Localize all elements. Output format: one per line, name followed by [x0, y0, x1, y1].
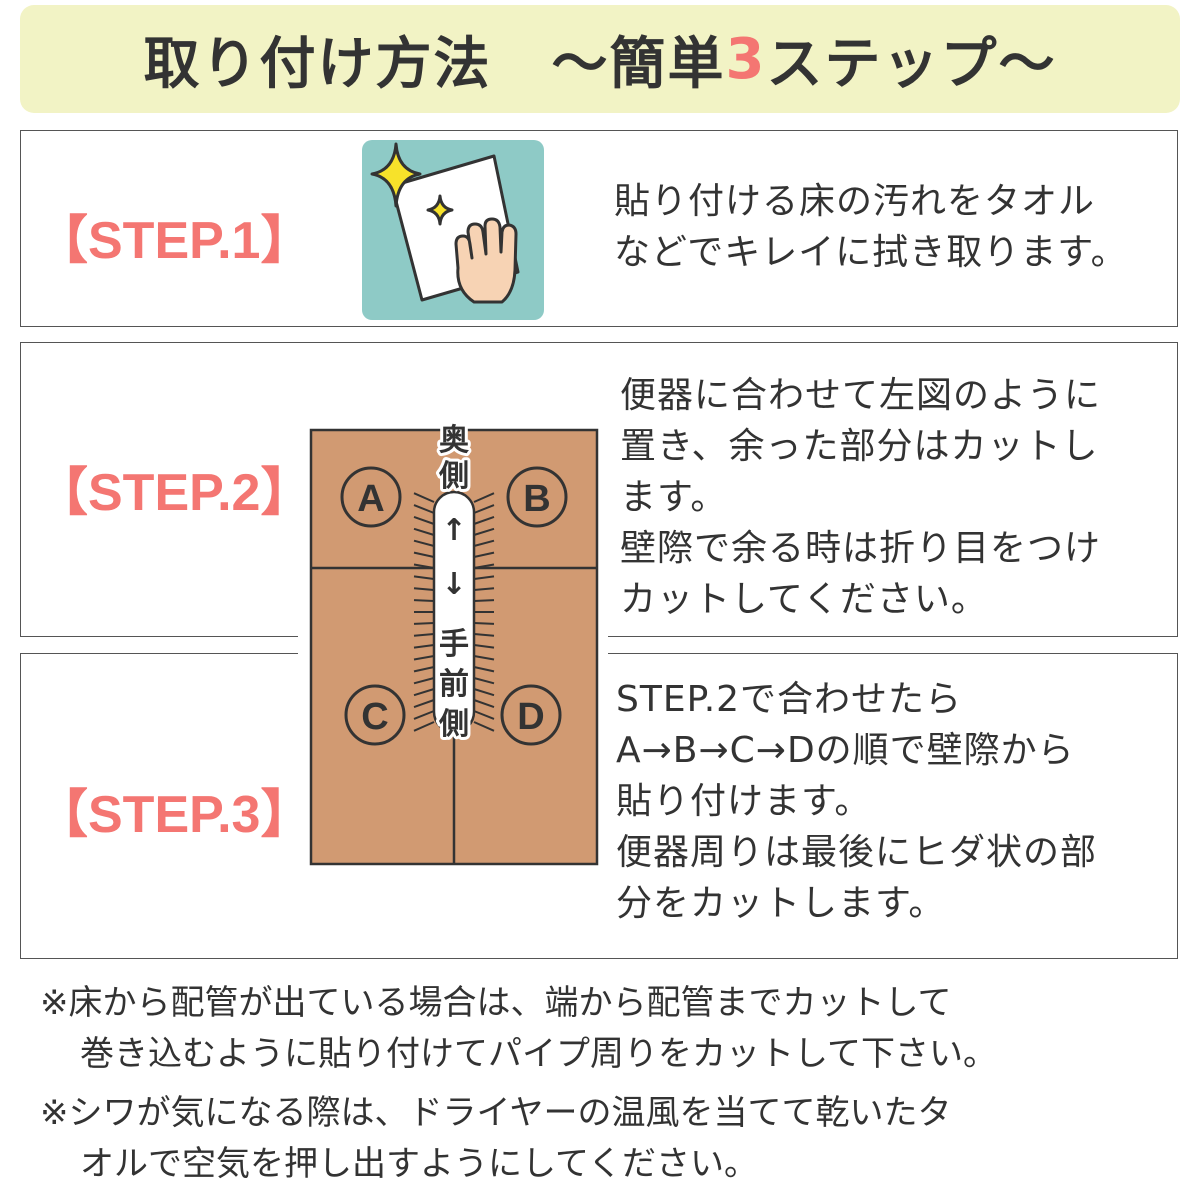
cut-flap-line: [413, 721, 435, 732]
cut-flap-line: [413, 587, 435, 591]
panel-d-label: D: [517, 696, 544, 738]
step3-line: A→B→C→Dの順で壁際から: [616, 730, 1075, 771]
step3-line: 分をカットします。: [616, 883, 946, 924]
cut-flap-line: [473, 677, 495, 685]
panel-d-circle: [500, 684, 562, 746]
panel-a-circle: [340, 466, 402, 528]
cut-flap-line: [473, 575, 495, 580]
cut-flap-line: [473, 644, 495, 649]
step1-box: [20, 130, 1178, 327]
panel-c-circle: [344, 684, 406, 746]
step1-label: 【STEP.1】: [36, 212, 313, 270]
step2-line: 便器に合わせて左図のように: [620, 375, 1102, 416]
cut-flap-line: [413, 599, 435, 602]
cut-flap-lines: [413, 492, 495, 732]
title-part3: ステップ〜: [766, 31, 1057, 97]
cut-flap-line: [473, 587, 495, 591]
back-side-label: 奥側: [438, 423, 469, 494]
cut-flap-line: [413, 563, 435, 569]
panel-a-label: A: [357, 478, 384, 520]
cut-flap-line: [413, 551, 435, 558]
cut-flap-line: [413, 516, 435, 525]
cut-flap-line: [413, 666, 435, 673]
cut-flap-line: [473, 539, 495, 547]
front-label-char: 手: [439, 627, 469, 662]
title-part2: 〜簡単: [551, 31, 726, 97]
cut-flap-line: [413, 539, 435, 547]
cut-flap-line: [413, 633, 435, 637]
note-line: オルで空気を押し出すようにしてください。: [80, 1144, 758, 1184]
front-label-char: 前: [439, 667, 469, 702]
cut-flap-line: [413, 644, 435, 649]
cut-flap-line: [413, 710, 435, 720]
cut-flap-line: [473, 527, 495, 536]
cut-flap-line: [473, 599, 495, 602]
step2-line: ます。: [620, 477, 728, 518]
panel-b-label: B: [523, 478, 550, 520]
cut-flap-line: [473, 633, 495, 637]
step2-line: 置き、余った部分はカットし: [620, 426, 1099, 467]
mat-placement-diagram: A B C D 奥側 ↑ ↓ 手前側: [298, 410, 608, 870]
note-item: ※シワが気になる際は、ドライヤーの温風を当てて乾いたタ オルで空気を押し出すよう…: [40, 1088, 997, 1190]
panel-b-circle: [506, 466, 568, 528]
step1-description: 貼り付ける床の汚れをタオル などでキレイに拭き取ります。: [614, 176, 1128, 278]
notes-section: ※床から配管が出ている場合は、端から配管までカットして 巻き込むように貼り付けて…: [40, 978, 997, 1198]
step3-description: STEP.2で合わせたら A→B→C→Dの順で壁際から 貼り付けます。 便器周り…: [616, 674, 1097, 929]
cut-flap-line: [473, 721, 495, 732]
cut-flap-line: [413, 492, 435, 503]
cut-flap-line: [473, 688, 495, 697]
cut-flap-line: [413, 655, 435, 661]
cut-flap-line: [413, 575, 435, 580]
cut-flap-line: [473, 504, 495, 514]
step1-line: 貼り付ける床の汚れをタオル: [614, 181, 1096, 222]
step3-line: 便器周りは最後にヒダ状の部: [616, 832, 1098, 873]
cut-flap-line: [473, 666, 495, 673]
front-label-char: 側: [438, 707, 469, 742]
step2-label: 【STEP.2】: [36, 464, 313, 522]
cut-flap-line: [473, 622, 495, 625]
cut-flap-line: [473, 710, 495, 720]
cut-flap-line: [413, 622, 435, 625]
step2-line: 壁際で余る時は折り目をつけ: [620, 528, 1102, 569]
cut-flap-line: [473, 655, 495, 661]
step3-label: 【STEP.3】: [36, 786, 313, 844]
cut-flap-line: [473, 551, 495, 558]
cut-flap-line: [413, 699, 435, 708]
step3-line: STEP.2で合わせたら: [616, 679, 963, 720]
panel-c-label: C: [361, 696, 388, 738]
back-label-char: 側: [438, 459, 469, 494]
cleaning-towel-icon: [362, 140, 544, 320]
cut-flap-line: [413, 504, 435, 514]
arrow-up: ↑: [441, 513, 466, 548]
arrow-down: ↓: [441, 567, 466, 602]
title-accent-number: 3: [725, 26, 767, 92]
front-side-label: 手前側: [438, 627, 469, 742]
step1-line: などでキレイに拭き取ります。: [614, 232, 1128, 273]
cut-flap-line: [473, 563, 495, 569]
cut-flap-line: [473, 516, 495, 525]
note-line: シワが気になる際は、ドライヤーの温風を当てて乾いたタ: [68, 1093, 952, 1133]
note-item: ※床から配管が出ている場合は、端から配管までカットして 巻き込むように貼り付けて…: [40, 978, 997, 1080]
step3-line: 貼り付けます。: [616, 781, 872, 822]
cut-flap-line: [413, 527, 435, 536]
note-line: 巻き込むように貼り付けてパイプ周りをカットして下さい。: [80, 1034, 997, 1074]
cut-flap-line: [413, 688, 435, 697]
note-mark: ※: [40, 1093, 69, 1133]
cut-flap-line: [473, 699, 495, 708]
cut-flap-line: [473, 492, 495, 503]
note-line: 床から配管が出ている場合は、端から配管までカットして: [68, 983, 952, 1023]
note-mark: ※: [40, 983, 69, 1023]
cut-flap-line: [413, 677, 435, 685]
step2-line: カットしてください。: [620, 579, 988, 620]
title-part1: 取り付け方法: [143, 31, 492, 97]
back-label-char: 奥: [439, 423, 469, 458]
toilet-opening: [432, 490, 476, 734]
step2-description: 便器に合わせて左図のように 置き、余った部分はカットし ます。 壁際で余る時は折…: [620, 370, 1101, 625]
